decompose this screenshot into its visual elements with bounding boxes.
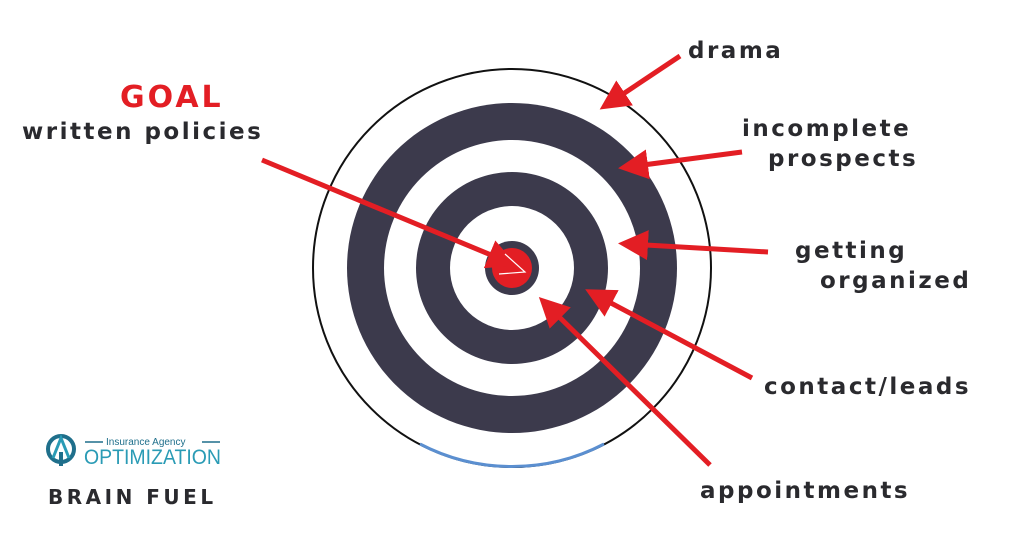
arrow-appointments (538, 296, 712, 467)
brand-logo-icon (46, 433, 76, 466)
label-organized-2: organized (820, 268, 971, 294)
label-incomplete-1: incomplete (742, 116, 911, 142)
label-appointments: appointments (700, 478, 910, 504)
brand-name: OPTIMIZATION (84, 446, 221, 469)
label-drama: drama (688, 38, 783, 64)
brand-top: Insurance Agency (106, 437, 186, 448)
arrow-goal-outline (498, 253, 527, 275)
target-blue-arc (419, 442, 605, 468)
arrow-organized (618, 230, 769, 261)
arrow-incomplete (618, 149, 743, 180)
goal-heading: GOAL (120, 80, 224, 115)
goal-label: written policies (22, 119, 263, 145)
brand-tagline: BRAIN FUEL (48, 485, 217, 509)
label-contact: contact/leads (764, 374, 971, 400)
arrow-drama (599, 53, 682, 110)
label-organized-1: getting (795, 238, 907, 264)
label-incomplete-2: prospects (768, 146, 918, 172)
bullseye (492, 248, 532, 288)
arrow-goal (261, 157, 518, 269)
arrow-contact (585, 289, 754, 381)
